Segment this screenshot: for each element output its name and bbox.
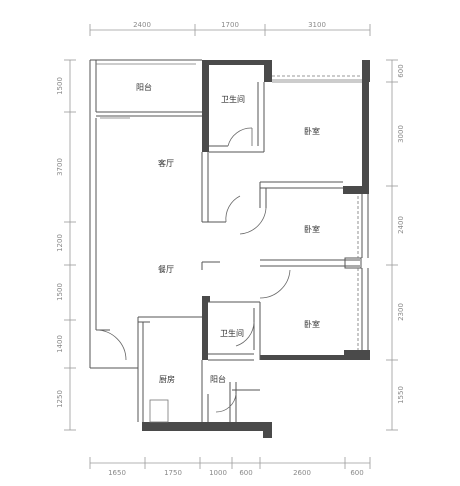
- top-dimension-line: [89, 24, 371, 36]
- door-balcony-bot: [215, 393, 237, 413]
- bottom-dim-2: 1750: [164, 469, 182, 477]
- right-dim-5: 1550: [397, 386, 405, 404]
- right-dim-2: 3000: [397, 125, 405, 143]
- right-dimension-line: [386, 59, 398, 431]
- room-balcony-bottom: 阳台: [210, 374, 226, 384]
- wall-bottom: [142, 422, 272, 431]
- wall-bath-bottom-left: [202, 298, 208, 360]
- top-dim-1: 2400: [133, 21, 151, 29]
- room-bedroom-bottom: 卧室: [304, 319, 320, 329]
- left-dim-3: 1200: [56, 234, 64, 252]
- bottom-dim-1: 1650: [108, 469, 126, 477]
- wall-right-bottom-corner: [344, 350, 370, 360]
- thin-walls: [89, 59, 369, 422]
- room-kitchen: 厨房: [159, 374, 175, 384]
- room-balcony-top: 阳台: [136, 82, 152, 92]
- bottom-dim-5: 2600: [293, 469, 311, 477]
- wall-bottom-stub: [260, 355, 344, 360]
- room-living: 客厅: [158, 158, 174, 168]
- door-bath-bot: [235, 321, 255, 347]
- top-dim-3: 3100: [308, 21, 326, 29]
- door-bedroom-mid-2: [239, 207, 267, 235]
- windows: [96, 63, 362, 423]
- left-dim-6: 1250: [56, 390, 64, 408]
- bottom-dim-3: 1000: [209, 469, 227, 477]
- left-dim-2: 3700: [56, 158, 64, 176]
- door-bedroom-mid: [225, 195, 241, 223]
- right-dim-4: 2300: [397, 303, 405, 321]
- wall-top-right-stub: [362, 60, 370, 82]
- bottom-dim-4: 600: [239, 469, 252, 477]
- door-kitchen: [95, 329, 127, 361]
- right-dim-1: 600: [397, 64, 405, 77]
- wall-top-bath: [202, 60, 264, 65]
- wall-bath-bottom-top: [202, 296, 210, 302]
- top-dim-2: 1700: [221, 21, 239, 29]
- doors: [95, 127, 291, 413]
- wall-bath-bedroom-top: [264, 60, 272, 82]
- wall-right-top-corner: [343, 186, 369, 194]
- left-dim-4: 1500: [56, 283, 64, 301]
- room-bedroom-middle: 卧室: [304, 224, 320, 234]
- left-dim-5: 1400: [56, 335, 64, 353]
- wall-bath-top-left: [202, 60, 209, 152]
- room-bedroom-top: 卧室: [304, 126, 320, 136]
- thick-walls: [142, 60, 370, 438]
- wall-right-top: [362, 82, 369, 194]
- room-bathroom-bottom: 卫生间: [220, 328, 244, 338]
- right-dim-3: 2400: [397, 216, 405, 234]
- door-bath-top: [227, 127, 253, 147]
- room-bathroom-top: 卫生间: [221, 94, 245, 104]
- door-bedroom-bot: [259, 269, 291, 299]
- bottom-dim-6: 600: [350, 469, 363, 477]
- left-dimension-line: [64, 59, 76, 431]
- room-dining: 餐厅: [158, 265, 174, 274]
- left-dim-1: 1500: [56, 77, 64, 95]
- bottom-dimension-line: [89, 457, 371, 469]
- wall-bottom-right-stub: [263, 422, 272, 438]
